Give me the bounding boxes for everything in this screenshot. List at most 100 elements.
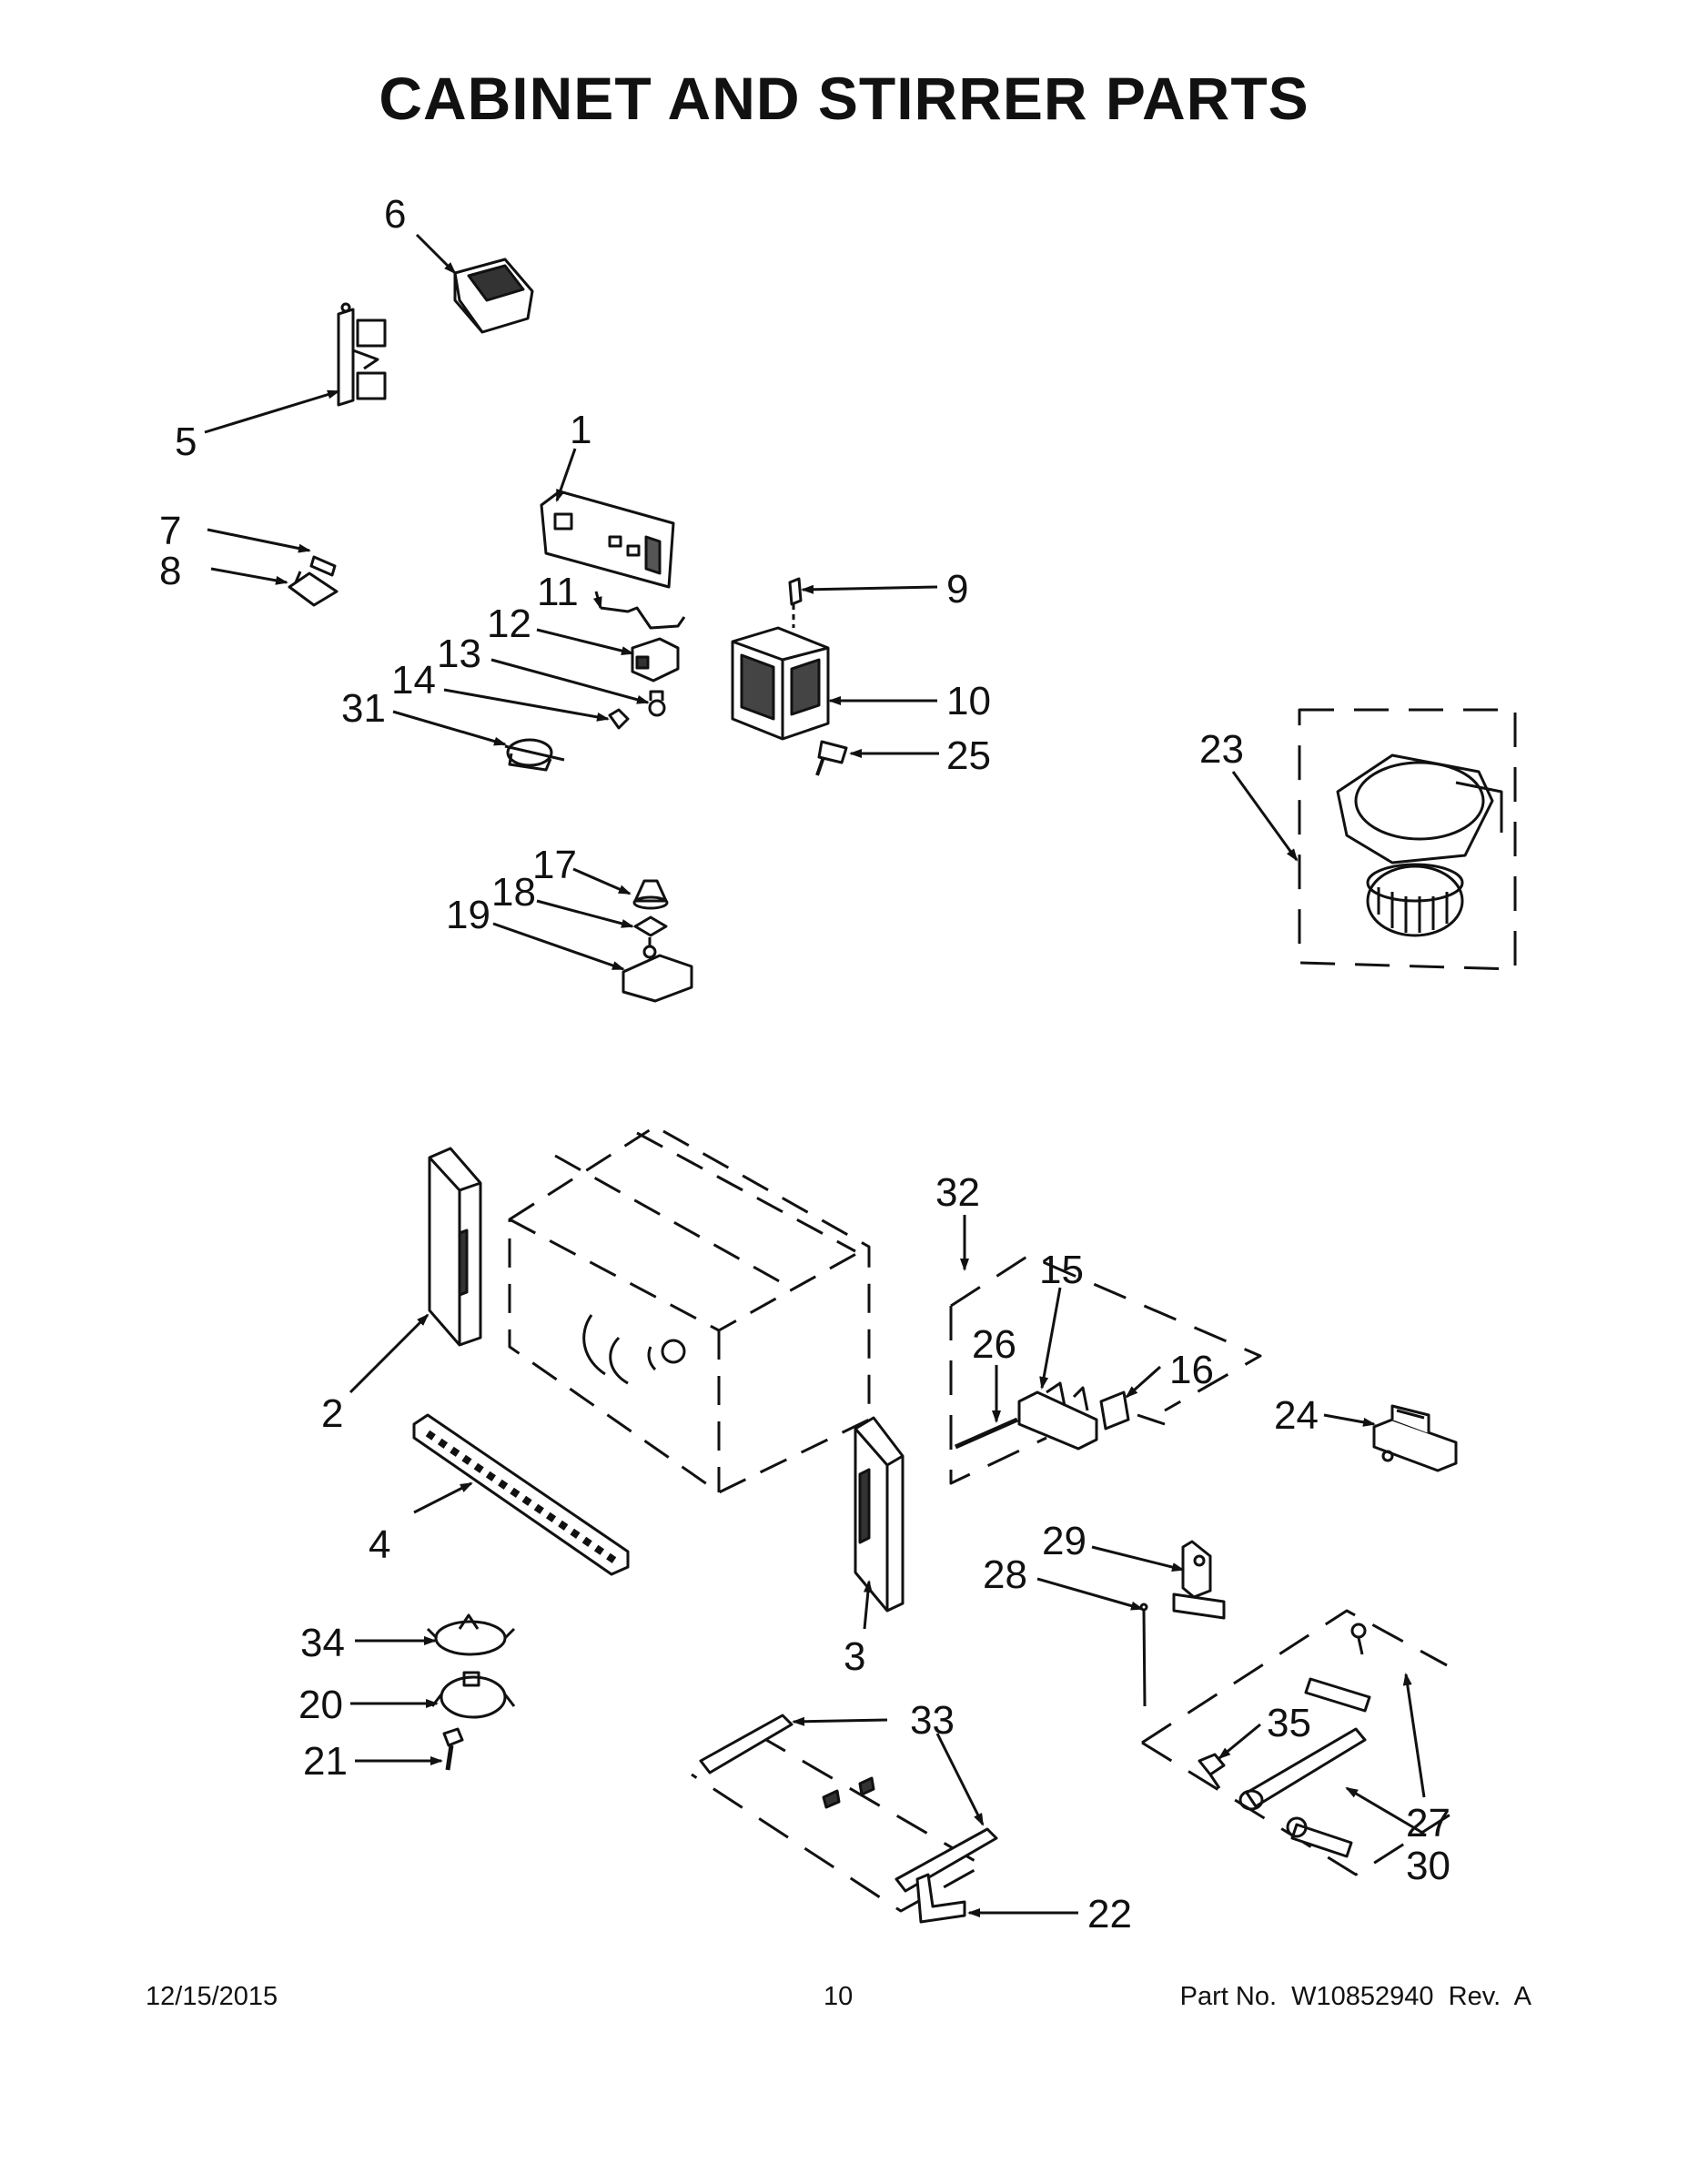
callout-15: 15	[1039, 1248, 1084, 1292]
part-31-thermostat	[504, 738, 565, 772]
part-6-switch-box	[453, 258, 534, 334]
leader-19	[492, 922, 625, 971]
part-33-rail-left	[699, 1714, 793, 1774]
part-17-stirrer-cap	[632, 879, 669, 910]
leader-6	[415, 233, 457, 275]
leader-31	[392, 710, 507, 746]
callout-17: 17	[532, 843, 577, 887]
callout-2: 2	[321, 1391, 343, 1436]
page-title: CABINET AND STIRRER PARTS	[379, 65, 1309, 132]
part-16-clip	[1099, 1390, 1166, 1431]
leader-4	[413, 1481, 473, 1514]
leader-16	[1125, 1365, 1161, 1399]
leader-2	[349, 1313, 430, 1394]
part-33-clips	[822, 1776, 875, 1809]
leader-13	[490, 658, 650, 704]
leader-7	[207, 528, 311, 553]
callout-28: 28	[983, 1552, 1027, 1597]
leader-24	[1323, 1413, 1376, 1427]
callout-29: 29	[1042, 1519, 1087, 1563]
callout-31: 31	[341, 686, 386, 731]
leader-9	[801, 584, 938, 594]
leader-29	[1091, 1545, 1185, 1572]
part-15-bracket	[1017, 1381, 1098, 1451]
callout-5: 5	[175, 420, 197, 464]
callout-25: 25	[946, 733, 991, 778]
part-2-side-panel	[428, 1147, 482, 1347]
callout-21: 21	[303, 1739, 348, 1784]
leader-18	[536, 899, 634, 928]
part-10-transformer	[731, 626, 830, 741]
part-5-bracket	[337, 302, 387, 407]
part-20-stirrer-motor	[430, 1671, 516, 1719]
part-13-connector	[648, 690, 666, 717]
part-8-fuse-holder	[288, 571, 339, 607]
leader-1	[555, 448, 577, 502]
part-9-connector	[788, 577, 803, 628]
oven-cavity	[508, 1125, 871, 1494]
callout-30: 30	[1406, 1844, 1450, 1888]
leader-28	[1036, 1577, 1144, 1611]
callout-18: 18	[491, 870, 536, 915]
part-24-terminal-block	[1372, 1404, 1458, 1472]
callout-23: 23	[1199, 727, 1244, 772]
callout-19: 19	[446, 893, 490, 937]
leader-17	[572, 867, 632, 895]
part-19-bracket	[622, 937, 693, 1003]
callout-numbers: 1 2 3 4 5 6 7 8 9 10 11 12 13 14 15 16 1…	[159, 192, 1450, 1936]
part-33-base-plate	[691, 1732, 985, 1913]
callout-11: 11	[537, 570, 579, 614]
callout-26: 26	[972, 1322, 1016, 1367]
part-7-fuse	[309, 555, 337, 577]
part-32-dashed-region	[949, 1254, 1262, 1485]
part-26-rod	[954, 1417, 1019, 1450]
leader-35	[1218, 1723, 1261, 1760]
callout-14: 14	[391, 658, 436, 703]
footer-part-number: Part No. W10852940 Rev. A	[1179, 1982, 1531, 2011]
callout-3: 3	[844, 1634, 865, 1679]
leader-15	[1039, 1287, 1062, 1390]
leader-27	[1402, 1673, 1426, 1798]
callout-32: 32	[935, 1170, 980, 1215]
footer-date: 12/15/2015	[146, 1982, 278, 2011]
part-14-clip	[608, 708, 630, 730]
callout-6: 6	[384, 192, 406, 237]
leader-5	[204, 389, 340, 434]
leader-33a	[792, 1716, 888, 1726]
callout-10: 10	[946, 679, 991, 723]
callout-1: 1	[570, 408, 591, 452]
leader-33b	[935, 1733, 985, 1826]
leader-11	[592, 591, 602, 610]
part-12-switch	[631, 637, 680, 682]
callout-34: 34	[300, 1621, 345, 1665]
callout-24: 24	[1274, 1393, 1319, 1438]
part-23-blower-assembly	[1298, 708, 1517, 971]
part-33-rail-right	[895, 1827, 998, 1893]
callout-33: 33	[910, 1698, 955, 1743]
callout-13: 13	[437, 632, 481, 676]
part-35-bolt	[1198, 1753, 1226, 1789]
part-30-belt	[1238, 1727, 1367, 1858]
part-22-bracket	[915, 1873, 966, 1924]
part-34-stirrer-blade	[426, 1613, 516, 1656]
leader-12	[536, 628, 634, 655]
part-3-side-panel	[854, 1416, 905, 1613]
callout-7: 7	[159, 509, 181, 553]
part-29-bracket	[1172, 1540, 1226, 1620]
part-25-screw	[815, 740, 848, 776]
footer-page-number: 10	[824, 1982, 854, 2011]
part-21-screw	[442, 1727, 464, 1771]
callout-35: 35	[1267, 1701, 1311, 1745]
leader-30	[1345, 1786, 1425, 1835]
leader-3	[863, 1580, 873, 1630]
part-11-wire	[600, 606, 686, 630]
part-27-shaft	[1304, 1623, 1371, 1713]
callout-22: 22	[1087, 1892, 1132, 1936]
part-18-washer	[633, 915, 668, 937]
callout-27: 27	[1406, 1801, 1450, 1845]
callout-8: 8	[159, 549, 181, 593]
leader-14	[443, 688, 610, 722]
leader-23	[1231, 771, 1299, 862]
leader-lines	[204, 233, 1426, 1917]
